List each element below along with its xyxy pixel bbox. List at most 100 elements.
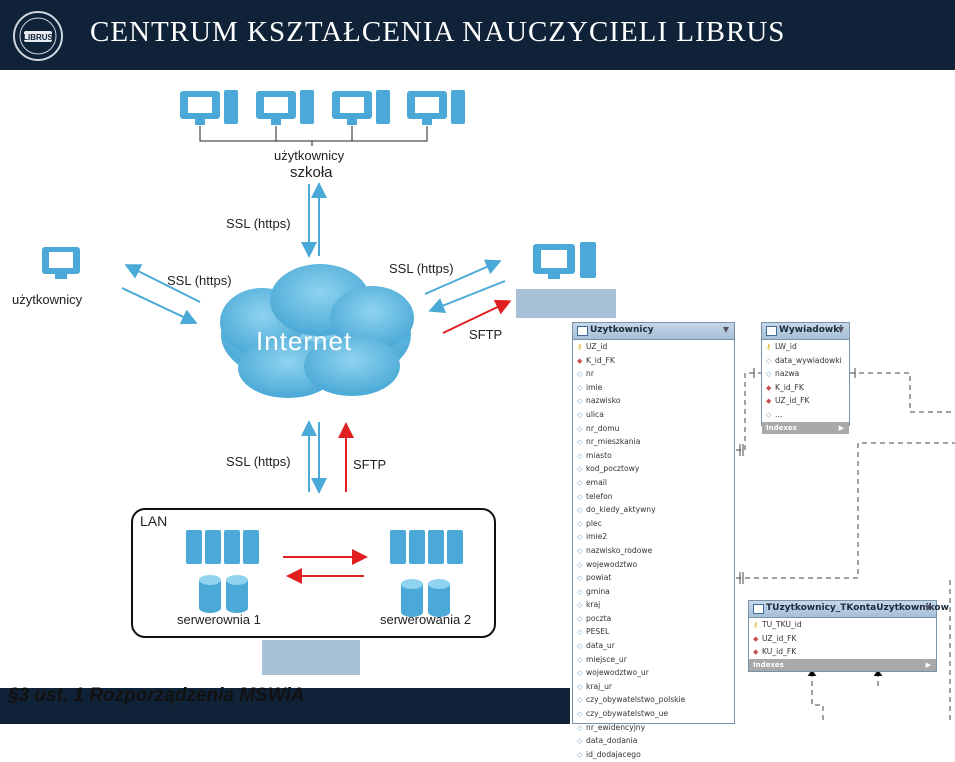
school-computers	[180, 90, 465, 146]
table-column-row[interactable]: ◇ulica	[573, 408, 734, 422]
table-column-row[interactable]: ⚷LW_id	[762, 340, 849, 354]
column-name: K_id_FK	[775, 382, 804, 392]
ssl-right-label: SSL (https)	[389, 261, 454, 276]
table-name: Wywiadowki	[779, 325, 843, 335]
server-rack-icon	[186, 530, 259, 564]
table-column-row[interactable]: ◇data_wywiadowki	[762, 354, 849, 368]
table-wywiadowki[interactable]: Wywiadowki▼ ⚷LW_id◇data_wywiadowki◇nazwa…	[761, 322, 850, 434]
column-icon: ◇	[577, 478, 583, 487]
table-column-row[interactable]: ◇do_kiedy_aktywny	[573, 503, 734, 517]
table-column-row[interactable]: ◇kraj	[573, 598, 734, 612]
column-name: czy_obywatelstwo_ue	[586, 709, 669, 719]
column-icon: ◇	[577, 465, 583, 474]
table-column-row[interactable]: ◇czy_obywatelstwo_polskie	[573, 693, 734, 707]
table-column-row[interactable]: ◆K_id_FK	[573, 354, 734, 368]
column-icon: ◇	[577, 642, 583, 651]
table-column-row[interactable]: ◇email	[573, 476, 734, 490]
column-name: TU_TKU_id	[762, 620, 802, 629]
table-column-row[interactable]: ◇poczta	[573, 612, 734, 626]
table-column-row[interactable]: ◇plec	[573, 517, 734, 531]
column-icon: ◇	[577, 506, 583, 515]
column-icon: ◇	[577, 383, 583, 392]
column-icon: ◇	[577, 424, 583, 433]
primary-key-icon: ⚷	[766, 343, 772, 351]
header-banner	[0, 0, 955, 70]
foreign-key-icon: ◆	[766, 383, 772, 392]
computer-icon	[407, 90, 465, 125]
column-name: id_dodajacego	[586, 749, 641, 759]
right-computer-icon	[533, 242, 596, 279]
server-room-2-label: serwerowania 2	[380, 612, 472, 627]
page-title: CENTRUM KSZTAŁCENIA NAUCZYCIELI LIBRUS	[90, 16, 786, 48]
table-column-row[interactable]: ◇wojewodztwo	[573, 558, 734, 572]
column-name: nr_domu	[586, 423, 620, 433]
table-column-row[interactable]: ◇data_ur	[573, 639, 734, 653]
column-name: UZ_id	[586, 342, 608, 351]
lan-label: LAN	[140, 513, 168, 529]
column-icon: ◇	[577, 696, 583, 705]
table-column-row[interactable]: ◆UZ_id_FK	[749, 632, 936, 646]
indexes-row[interactable]: Indexes▶	[762, 421, 849, 434]
table-column-row[interactable]: ◆UZ_id_FK	[762, 394, 849, 408]
table-column-row[interactable]: ◇gmina	[573, 585, 734, 599]
table-uzytkownicy[interactable]: Uzytkownicy▼ ⚷UZ_id◆K_id_FK◇nr◇imie◇nazw…	[572, 322, 735, 759]
table-column-row[interactable]: ◇nr_domu	[573, 422, 734, 436]
table-column-row[interactable]: ◇data_dodania	[573, 734, 734, 748]
table-column-row[interactable]: ◇nr_ewidencyjny	[573, 721, 734, 735]
table-column-row[interactable]: ◇kraj_ur	[573, 680, 734, 694]
column-name: nr_mieszkania	[586, 437, 641, 447]
table-column-row[interactable]: ◆K_id_FK	[762, 381, 849, 395]
table-column-row[interactable]: ◇id_dodajacego	[573, 748, 734, 762]
column-name: nazwisko_rodowe	[586, 545, 653, 555]
table-icon	[753, 604, 764, 614]
table-column-row[interactable]: ◇kod_pocztowy	[573, 462, 734, 476]
table-column-row[interactable]: ◇nr_mieszkania	[573, 435, 734, 449]
table-column-row[interactable]: ◇imie2	[573, 530, 734, 544]
server-rack-icon	[390, 530, 463, 564]
table-column-row[interactable]: ◇nazwisko	[573, 394, 734, 408]
chevron-down-icon[interactable]: ▼	[837, 325, 844, 334]
column-icon: ◇	[766, 410, 772, 419]
foreign-key-icon: ◆	[577, 356, 583, 365]
column-name: LW_id	[775, 342, 797, 351]
lan-box	[131, 508, 496, 638]
computer-icon	[180, 90, 238, 125]
primary-key-icon: ⚷	[577, 343, 583, 351]
indexes-row[interactable]: Indexes▶	[749, 658, 936, 671]
table-column-row[interactable]: ⚷UZ_id	[573, 340, 734, 354]
column-name: nr	[586, 369, 594, 379]
column-name: telefon	[586, 491, 613, 501]
table-column-row[interactable]: ◇PESEL	[573, 625, 734, 639]
table-column-row[interactable]: ◇miasto	[573, 449, 734, 463]
server-room-1-label: serwerownia 1	[177, 612, 261, 627]
table-column-row[interactable]: ◇czy_obywatelstwo_ue	[573, 707, 734, 721]
table-icon	[577, 326, 588, 336]
left-computer-icon	[42, 247, 80, 279]
column-name: gmina	[586, 586, 610, 596]
table-column-row[interactable]: ◇wojewodztwo_ur	[573, 666, 734, 680]
table-tuzytkownicy-tkonta[interactable]: TUzytkownicy_TKontaUzytkownikow▼ ⚷TU_TKU…	[748, 600, 949, 672]
top-users-label: użytkownicy	[274, 148, 345, 163]
column-icon: ◇	[577, 533, 583, 542]
table-column-row[interactable]: ◇...	[762, 408, 849, 422]
table-column-row[interactable]: ◇nr	[573, 367, 734, 381]
table-column-row[interactable]: ⚷TU_TKU_id	[749, 618, 936, 632]
column-icon: ◇	[577, 601, 583, 610]
column-name: data_ur	[586, 641, 615, 651]
table-column-row[interactable]: ◇miejsce_ur	[573, 653, 734, 667]
table-column-row[interactable]: ◇powiat	[573, 571, 734, 585]
chevron-down-icon[interactable]: ▼	[924, 603, 931, 612]
computer-icon	[256, 90, 314, 125]
table-column-row[interactable]: ◇nazwa	[762, 367, 849, 381]
table-column-row[interactable]: ◇telefon	[573, 490, 734, 504]
chevron-down-icon[interactable]: ▼	[722, 325, 729, 334]
column-name: kraj_ur	[586, 681, 613, 691]
table-column-row[interactable]: ◇nazwisko_rodowe	[573, 544, 734, 558]
table-icon	[766, 326, 777, 336]
primary-key-icon: ⚷	[753, 621, 759, 629]
column-name: K_id_FK	[586, 355, 615, 365]
table-column-row[interactable]: ◆KU_id_FK	[749, 645, 936, 659]
column-name: data_dodania	[586, 736, 638, 746]
column-icon: ◇	[577, 614, 583, 623]
table-column-row[interactable]: ◇imie	[573, 381, 734, 395]
